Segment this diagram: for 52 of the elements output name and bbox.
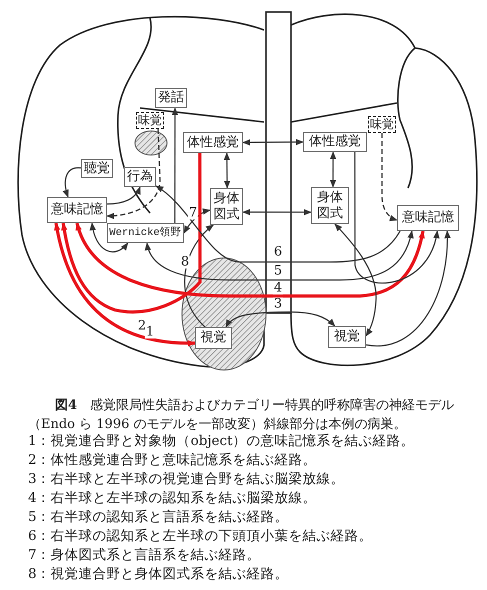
edge-label: 3 [272,298,284,310]
pathway-arrow [54,222,196,346]
edge-label: 5 [272,264,284,278]
pathway-arrow [90,222,128,252]
edge-label: 8 [180,256,190,268]
pathway-arrow [61,153,202,314]
edge-label: 6 [272,246,284,258]
figure-caption: 図4 感覚限局性失語およびカテゴリー特異的呼称障害の神経モデル（Endo ら 1996 のモデルを一部改変）斜線部分は本例の病巣。 [28,397,456,434]
brain-area-box: Wernicke領野 [107,223,184,243]
caption-line: 8：視覚連合野と身体図式系を結ぶ経路。 [28,565,289,583]
brain-area-box: 意味記憶 [47,197,107,223]
caption-line: 5：右半球の認知系と言語系を結ぶ経路。 [28,508,289,526]
pathway-arrow [381,133,398,221]
brain-area-box: 意味記憶 [397,205,459,231]
pathway-arrow [183,208,211,234]
edge-label: 7 [188,206,198,220]
pathway-arrow [242,208,312,216]
edge-label: 4 [272,282,284,294]
caption-line: 4：右半球と左半球の認知系を結ぶ脳梁放線。 [28,489,317,507]
brain-area-box: 体性感覚 [183,132,243,153]
brain-area-box: 行為 [124,167,156,187]
brain-area-box: 発話 [155,88,187,108]
caption-line: 2：体性感覚連合野と意味記憶系を結ぶ経路。 [28,451,317,469]
pathway-arrow [184,224,214,328]
pathway-arrow [354,152,439,284]
caption-line: 3：右半球と左半球の視覚連合野を結ぶ脳梁放線。 [28,470,345,488]
pathway-arrow [334,223,377,337]
pathway-arrow [226,311,336,328]
brain-area-box: 視覚 [195,327,232,349]
brain-area-box: 身体図式 [311,187,349,224]
pathway-arrow [172,107,178,223]
edge-label: 1 [144,326,156,338]
pathway-arrow [242,138,304,146]
brain-area-box: 視覚 [328,326,366,348]
pathway-arrow [224,152,230,189]
brain-area-box: 聴覚 [81,159,113,178]
brain-area-box: 味覚 [368,116,396,133]
brain-area-box: 体性感覚 [303,132,367,152]
edge-label: 2 [136,320,148,332]
caption-line: 6：右半球の認知系と左半球の下頭頂小葉を結ぶ経路。 [28,527,373,545]
pathway-arrow [145,230,414,281]
caption-line: 7：身体図式系と言語系を結ぶ経路。 [28,546,261,564]
pathway-arrow [62,167,82,198]
brain-area-box: 味覚 [136,112,164,129]
pathway-arrow [330,151,336,188]
pathway-arrow [106,186,141,205]
pathway-arrow [366,230,450,346]
caption-line: 1：視覚連合野と対象物（object）の意味記憶系を結ぶ経路。 [28,432,415,450]
pathway-arrow [75,222,425,298]
pathway-arrow [155,186,401,263]
brain-area-box: 身体図式 [210,188,243,225]
pathway-arrow [106,128,161,219]
